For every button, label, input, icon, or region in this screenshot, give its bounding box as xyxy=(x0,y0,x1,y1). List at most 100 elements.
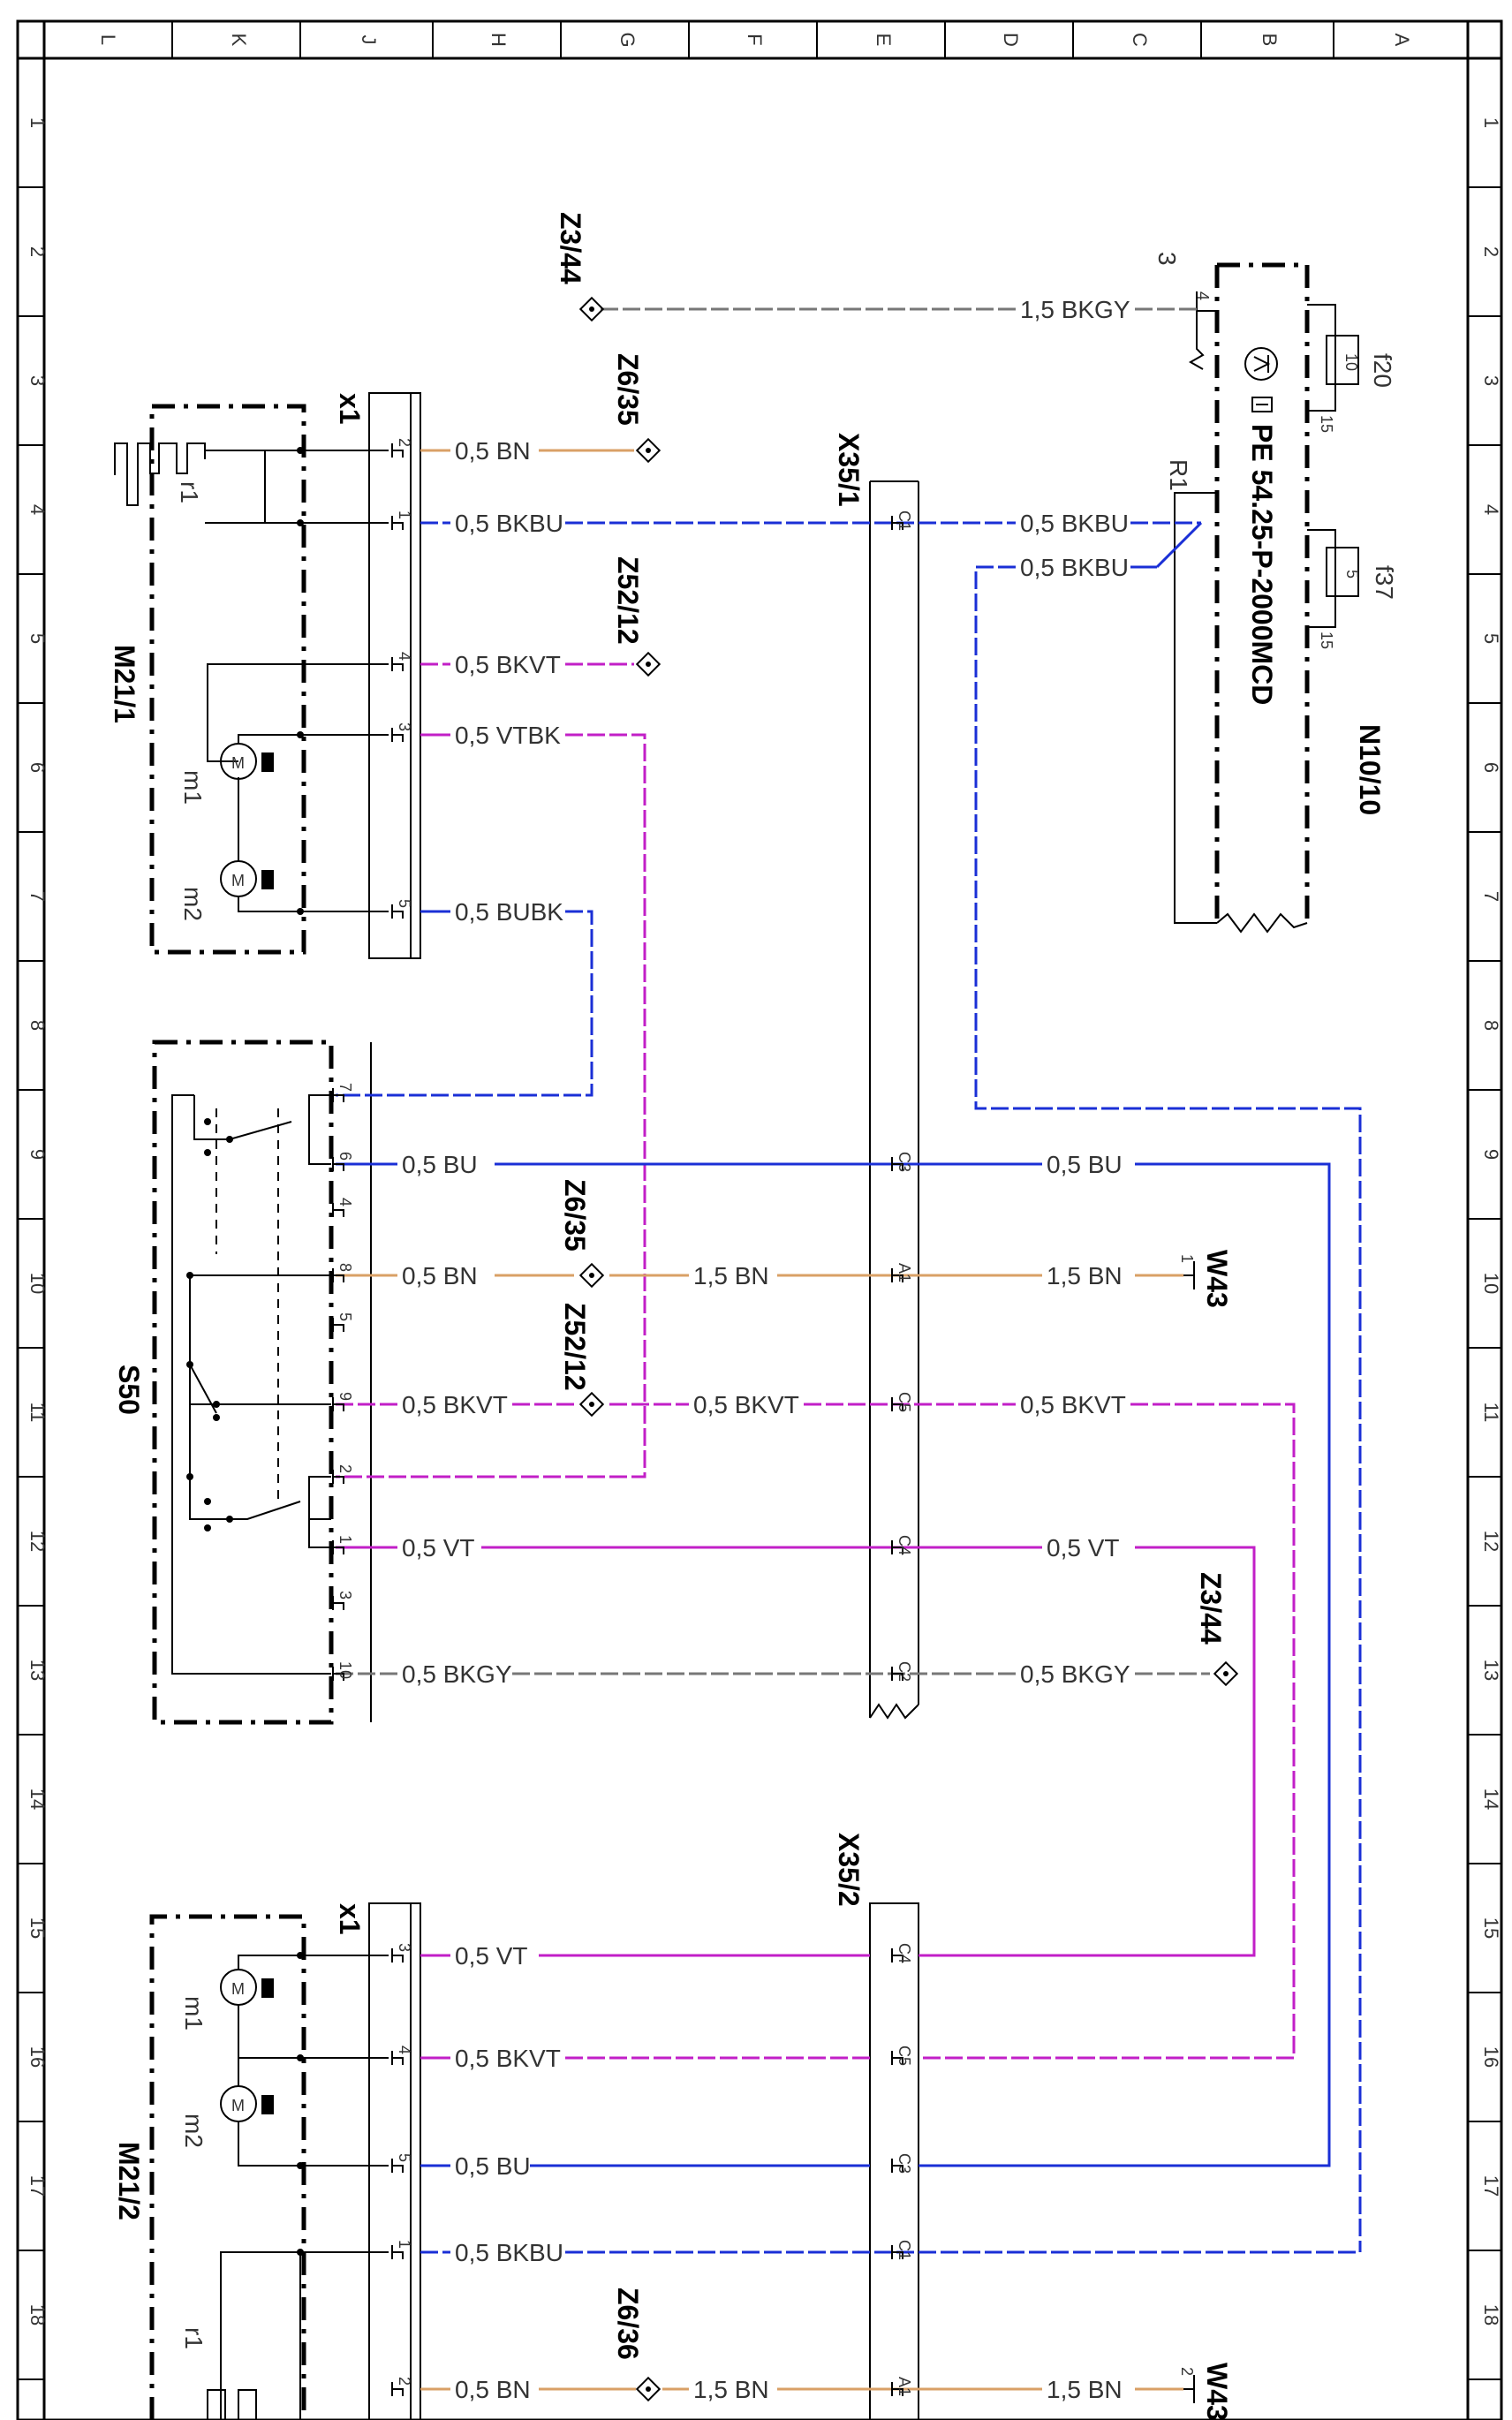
x35-2-connector: X35/2 xyxy=(833,1833,919,2420)
row-label: 8 xyxy=(1480,1020,1502,1031)
f20-value: 10 xyxy=(1342,353,1360,371)
col-label: J xyxy=(358,35,380,45)
motor-m1-glyph: M xyxy=(231,754,245,772)
row-label: 4 xyxy=(1480,504,1502,515)
wire-label: 0,5 BKBU xyxy=(1020,510,1129,537)
row-label: 13 xyxy=(1480,1660,1502,1681)
pin-label: 2 xyxy=(396,438,413,447)
node-diamond-icon xyxy=(635,2376,662,2402)
pin-label: C1 xyxy=(896,510,913,531)
m21-2-m1: m1 xyxy=(180,1996,208,2031)
row-label: 3 xyxy=(26,375,49,386)
wire-label: 0,5 BKBU xyxy=(455,510,563,537)
pin-label: 1 xyxy=(396,510,413,519)
row-label: 16 xyxy=(1480,2046,1502,2068)
wire-label: 1,5 BKGY xyxy=(1020,296,1130,323)
pin-marks: 214357648592131034512C1C3A1C5C4C2C4C5C3C… xyxy=(332,438,913,2396)
m21-1-x1: x1 xyxy=(334,393,366,425)
wire-label: 0,5 BKGY xyxy=(1020,1660,1130,1688)
row-label: 14 xyxy=(26,1789,49,1810)
row-label: 3 xyxy=(1480,375,1502,386)
motor-m1-icon xyxy=(220,743,257,780)
wires xyxy=(336,307,1362,2391)
m21-2-r1: r1 xyxy=(180,2327,208,2349)
x35-2-label: X35/2 xyxy=(833,1833,865,1907)
motor-m2-glyph: M xyxy=(231,2097,245,2114)
w43-label-1: W43 xyxy=(1201,1250,1233,1308)
node-diamond-icon xyxy=(635,651,662,677)
col-label: E xyxy=(873,34,895,47)
wire-label: 0,5 BKVT xyxy=(1020,1391,1126,1418)
f20-label: f20 xyxy=(1369,353,1396,388)
row-label: 7 xyxy=(1480,891,1502,902)
col-label: D xyxy=(1000,33,1022,47)
grid-columns: L K J H G F E D C B A xyxy=(97,21,1413,58)
pin-label: 1 xyxy=(396,2240,413,2249)
pin-label: C3 xyxy=(896,2153,913,2174)
wire-label: 0,5 BN xyxy=(455,437,531,465)
pin-label: 6 xyxy=(336,1152,354,1161)
pin-label: C1 xyxy=(896,2240,913,2260)
pin-label: 4 xyxy=(336,1198,354,1206)
pin-label: C4 xyxy=(896,1943,913,1963)
pin-label: 5 xyxy=(396,899,413,908)
motor-m2-indicator xyxy=(261,870,274,889)
wire-label: 0,5 BUBK xyxy=(455,898,563,926)
pin-label: C5 xyxy=(896,1392,913,1412)
col-label: A xyxy=(1391,34,1413,47)
row-label: 5 xyxy=(26,633,49,644)
pin-label: 5 xyxy=(336,1312,354,1321)
row-label: 13 xyxy=(26,1660,49,1681)
col-label: L xyxy=(97,34,119,45)
node-z3-44-top: Z3/44 xyxy=(555,212,586,284)
w43-label-2: W43 xyxy=(1201,2363,1233,2420)
row-label: 15 xyxy=(1480,1917,1502,1939)
row-label: 10 xyxy=(26,1273,49,1294)
pin-label: A1 xyxy=(896,2377,913,2396)
row-label: 15 xyxy=(26,1917,49,1939)
node-z52-12-mid: Z52/12 xyxy=(559,1303,591,1391)
row-label: 9 xyxy=(26,1149,49,1160)
m21-1-module: x1 M21/1 r1 M M m1 m2 xyxy=(109,392,421,959)
w43-pin1: 1 xyxy=(1178,1254,1196,1263)
motor-m2-glyph: M xyxy=(231,872,245,889)
row-label: 1 xyxy=(1480,117,1502,128)
n10-pin4: 4 xyxy=(1194,291,1212,300)
pin-label: 3 xyxy=(396,722,413,731)
node-diamond-icon xyxy=(578,296,605,322)
col-label: K xyxy=(228,34,250,47)
col-label: B xyxy=(1259,34,1281,47)
row-label: 11 xyxy=(1480,1403,1502,1423)
row-label: 2 xyxy=(1480,246,1502,257)
row-label: 6 xyxy=(26,762,49,773)
m21-1-label: M21/1 xyxy=(109,645,140,723)
pin-label: C2 xyxy=(896,1661,913,1682)
pin-label: 3 xyxy=(336,1591,354,1599)
row-label: 12 xyxy=(1480,1531,1502,1552)
row-label: 14 xyxy=(1480,1789,1502,1810)
row-label: 12 xyxy=(26,1531,49,1552)
x35-1-label: X35/1 xyxy=(833,433,865,507)
row-label: 9 xyxy=(1480,1149,1502,1160)
row-label: 18 xyxy=(1480,2304,1502,2325)
pin-label: C5 xyxy=(896,2046,913,2066)
m21-1-m1: m1 xyxy=(179,770,207,805)
m21-2-label: M21/2 xyxy=(113,2142,145,2220)
m21-1-m2: m2 xyxy=(179,887,207,921)
row-label: 17 xyxy=(1480,2175,1502,2197)
n10-pin15b: 15 xyxy=(1318,631,1335,649)
pin-label: C3 xyxy=(896,1152,913,1172)
n10-pin3: 3 xyxy=(1153,252,1181,266)
pin-label: 1 xyxy=(336,1535,354,1544)
pin-label: 4 xyxy=(396,652,413,661)
pin-label: 7 xyxy=(336,1083,354,1092)
wire-labels: 1,5 BKGY 0,5 BN 0,5 BKBU 0,5 BKBU 0,5 BK… xyxy=(402,296,1130,2403)
node-z3-44-mid: Z3/44 xyxy=(1195,1572,1227,1645)
f37-value: 5 xyxy=(1343,570,1361,579)
wire-label: 1,5 BN xyxy=(1047,2376,1123,2403)
transistor-icon-glyph xyxy=(1253,355,1271,373)
x35-1-connector: X35/1 xyxy=(833,433,919,1720)
col-label: G xyxy=(616,32,639,47)
node-diamond-icon xyxy=(635,437,662,464)
pin-label: 3 xyxy=(396,1943,413,1952)
